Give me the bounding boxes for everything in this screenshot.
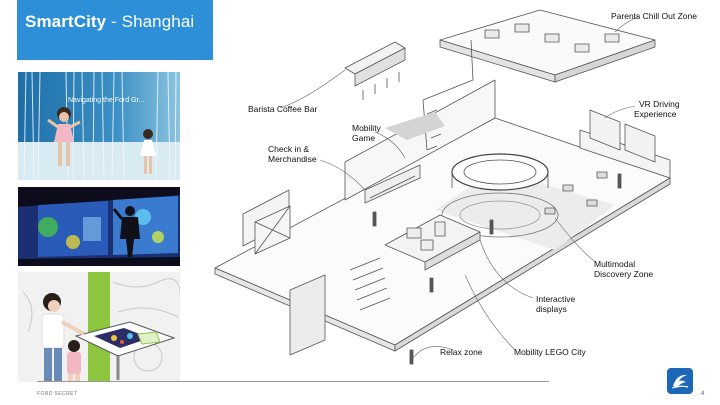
callout-multimodal-line2: Discovery Zone <box>594 269 654 279</box>
photo-kids-light-installation: Navigating the Ford Gr... <box>18 72 180 180</box>
isometric-floorplan-diagram <box>195 0 720 380</box>
brand-logo-icon <box>667 368 693 394</box>
callout-checkin-line2: Merchandise <box>268 154 317 164</box>
photo-sign-text: Navigating the Ford Gr... <box>68 97 144 104</box>
page-number: 4 <box>701 391 705 397</box>
photo-projection-wall <box>18 187 180 266</box>
callout-relax-zone: Relax zone <box>440 347 483 357</box>
callout-parents-chill-out-zone: Parents Chill Out Zone <box>611 11 697 21</box>
callout-checkin-line1: Check in & <box>268 144 310 154</box>
callout-interactive-line1: Interactive <box>536 294 576 304</box>
title-city: City <box>73 12 107 31</box>
callout-mobility-lego-city: Mobility LEGO City <box>514 347 586 357</box>
callout-multimodal-line1: Multimodal <box>594 259 636 269</box>
footer-divider <box>37 381 549 382</box>
callout-mobility-game-line1: Mobility <box>352 123 381 133</box>
callout-interactive-line2: displays <box>536 304 567 314</box>
title-smart: Smart <box>25 12 74 31</box>
callout-barista-coffee-bar: Barista Coffee Bar <box>248 104 318 114</box>
slide-title: SmartCity - Shanghai <box>25 12 194 32</box>
photo-touch-table <box>18 272 180 382</box>
callout-vr-driving-line2: Experience <box>634 109 677 119</box>
footer-classification: FORD SECRET <box>37 391 78 397</box>
callout-vr-driving-line1: VR Driving <box>639 99 680 109</box>
callout-mobility-game-line2: Game <box>352 133 376 143</box>
title-location: - Shanghai <box>106 12 195 31</box>
title-box: SmartCity - Shanghai <box>17 0 213 60</box>
